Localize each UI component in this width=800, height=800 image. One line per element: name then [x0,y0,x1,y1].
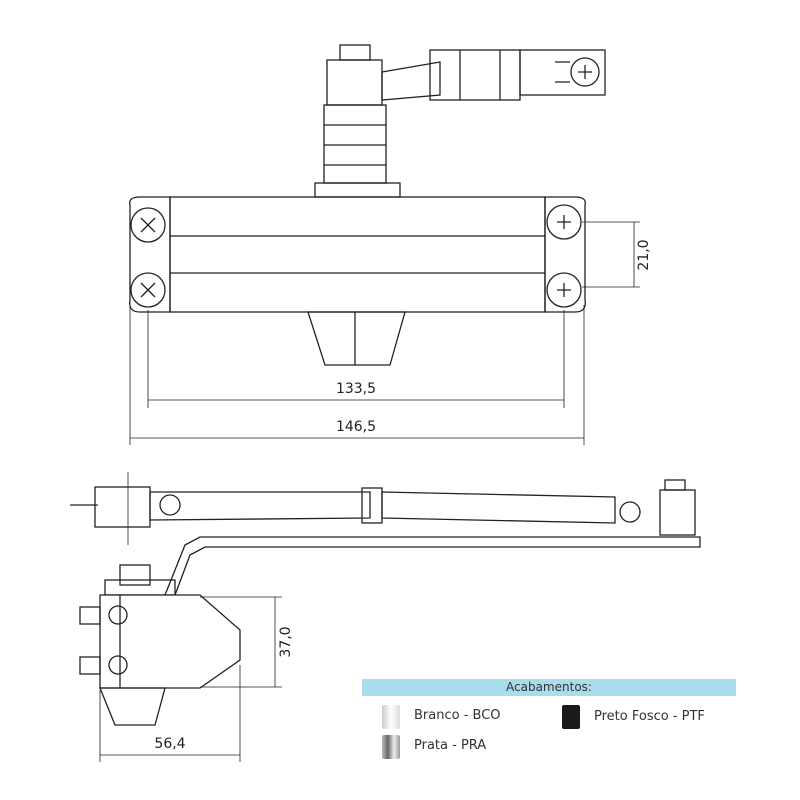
black-swatch [562,705,580,729]
legend-item-black: Preto Fosco - PTF [594,709,705,724]
top-view [129,44,640,445]
screw-icon [130,57,600,308]
silver-swatch [382,735,400,759]
side-view [70,472,701,762]
dim-outer-width: 146,5 [336,419,376,435]
dim-height: 37,0 [278,626,294,657]
finishes-legend: Acabamentos: Branco - BCO Prata - PRA Pr… [362,679,736,769]
legend-item-silver: Prata - PRA [414,738,487,753]
legend-title: Acabamentos: [362,679,736,696]
white-swatch [382,705,400,729]
dim-depth: 56,4 [154,736,185,752]
legend-item-white: Branco - BCO [414,708,501,723]
dim-screw-spacing: 21,0 [636,239,652,270]
dim-inner-width: 133,5 [336,381,376,397]
